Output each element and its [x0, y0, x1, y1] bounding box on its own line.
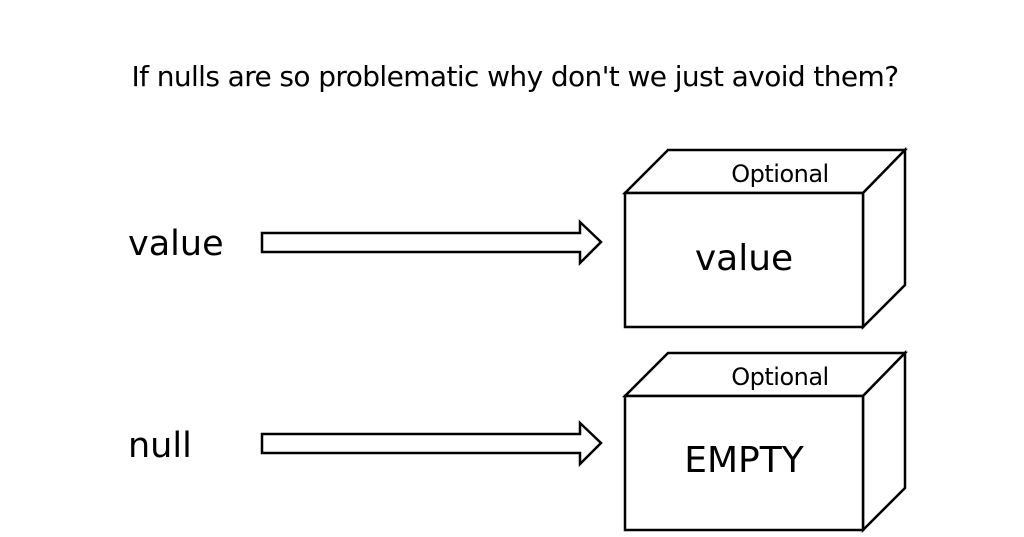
arrow-null [260, 420, 603, 468]
optional-box-empty [621, 349, 908, 534]
subtitle: If nulls are so problematic why don't we… [131, 60, 900, 93]
box-label: Optional [731, 160, 829, 188]
optional-box-value [621, 146, 908, 331]
box-label: Optional [731, 363, 829, 391]
arrow-value [260, 219, 603, 267]
box-content: value [694, 238, 794, 279]
input-label-value: value [128, 224, 224, 264]
box-content: EMPTY [684, 440, 804, 481]
input-label-null: null [128, 426, 192, 466]
